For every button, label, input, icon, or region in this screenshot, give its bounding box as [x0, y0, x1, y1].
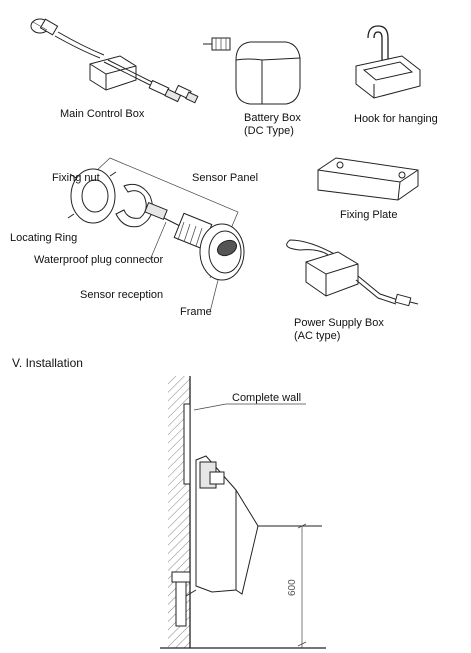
main-control-box-label: Main Control Box	[60, 108, 145, 120]
sensor-reception-label: Sensor reception	[80, 289, 163, 301]
fixing-nut-label: Fixing nut	[52, 172, 100, 184]
height-dimension-label: 600	[287, 579, 298, 596]
sensor-panel-drawing	[67, 157, 245, 281]
battery-box-label-line1: Battery Box	[244, 112, 301, 124]
power-supply-label-line2: (AC type)	[294, 330, 340, 342]
locating-ring-label: Locating Ring	[10, 232, 77, 244]
hook-label: Hook for hanging	[354, 113, 438, 125]
plug-leader	[149, 221, 167, 261]
battery-box-drawing	[203, 37, 301, 105]
installation-section-drawing	[160, 376, 326, 649]
fixing-plate-label: Fixing Plate	[340, 209, 397, 221]
complete-wall-label: Complete wall	[232, 392, 301, 404]
hook-drawing	[355, 25, 421, 99]
waterproof-plug-label: Waterproof plug connector	[34, 254, 164, 266]
power-supply-label-line1: Power Supply Box	[294, 317, 384, 329]
fixing-plate-drawing	[317, 157, 419, 201]
power-supply-drawing	[286, 239, 419, 307]
frame-leader	[209, 279, 219, 313]
main-control-box-drawing	[30, 18, 199, 104]
battery-box-label-line2: (DC Type)	[244, 125, 294, 137]
sensor-panel-label: Sensor Panel	[192, 172, 258, 184]
frame-label: Frame	[180, 306, 212, 318]
installation-heading: V. Installation	[12, 356, 83, 370]
